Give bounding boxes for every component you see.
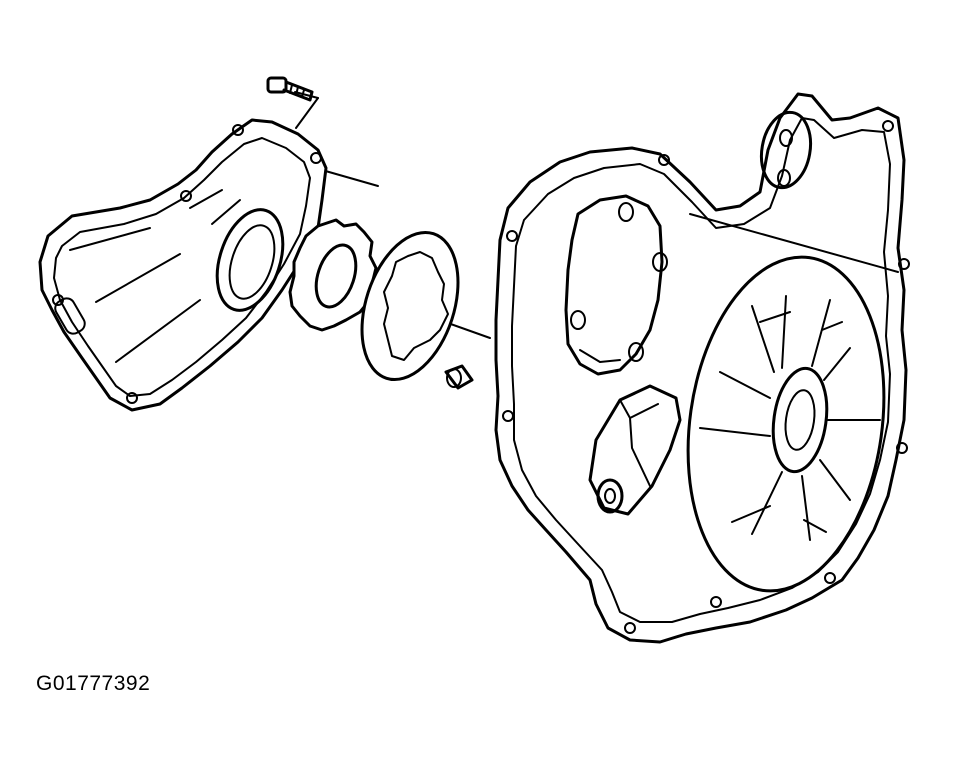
front-cover-housing [494,92,910,644]
inner-rotor-gear [288,218,378,332]
dowel-pin [444,364,474,390]
outer-rotor [360,230,460,382]
pump-cover-gasket [38,118,328,412]
figure-code: G01777392 [36,672,151,695]
bolt [266,76,314,102]
